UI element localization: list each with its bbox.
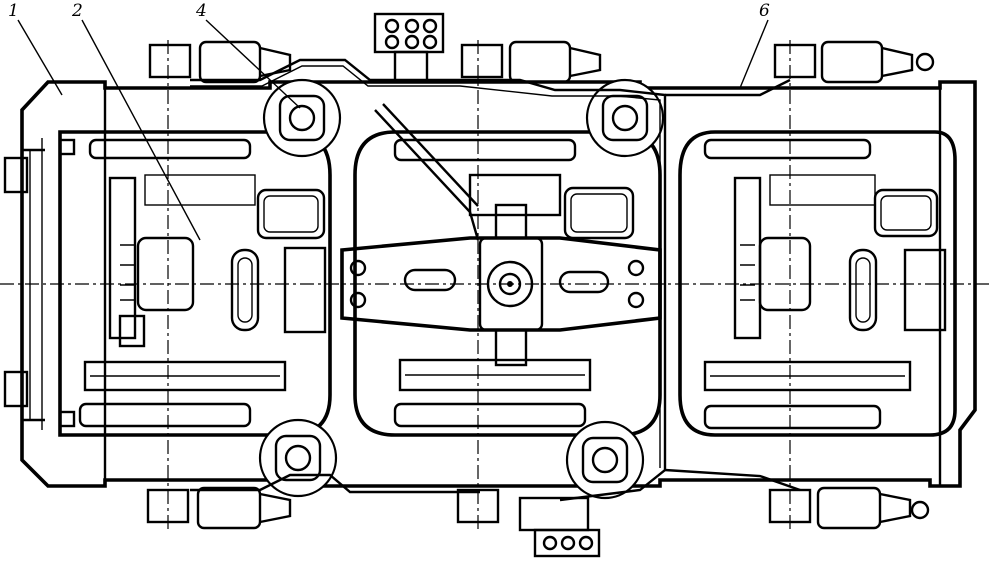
centre-lines [0, 40, 993, 530]
callout-4: 4 [196, 1, 207, 21]
left-motor-compartment [58, 130, 332, 437]
right-motor-compartment [678, 130, 957, 437]
leader-lines [17, 19, 769, 241]
callout-6: 6 [759, 1, 770, 21]
spring-pad-bottom-right [565, 420, 645, 500]
callout-2: 2 [72, 1, 83, 21]
side-equipment [3, 12, 935, 558]
callout-1: 1 [8, 1, 19, 21]
piping [190, 58, 801, 502]
spring-pad-bottom-left [258, 418, 338, 498]
spring-pad-top-left [262, 78, 342, 158]
